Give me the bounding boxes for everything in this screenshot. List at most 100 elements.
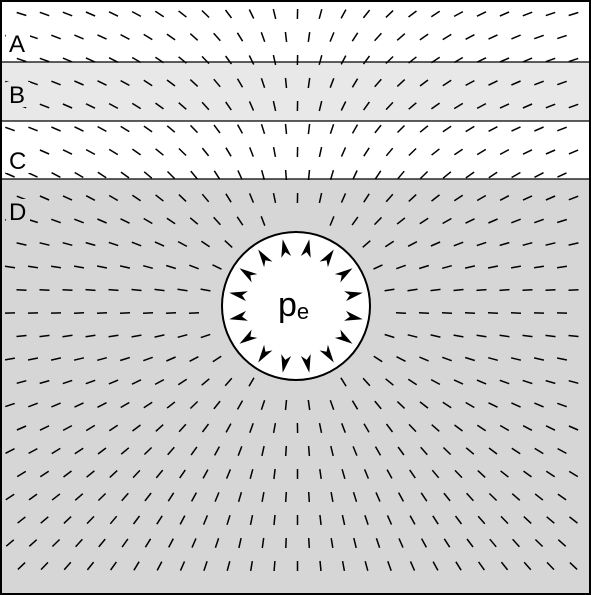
stress-tick: [546, 516, 555, 524]
stress-tick: [465, 218, 475, 224]
stress-tick: [74, 171, 84, 179]
stress-tick: [109, 561, 118, 571]
stress-tick: [420, 538, 428, 548]
stress-tick: [166, 217, 176, 225]
stress-tick: [131, 241, 142, 247]
stress-tick: [16, 470, 27, 478]
stress-tick: [225, 147, 232, 157]
stress-tick: [477, 515, 486, 525]
arrow-outward-icon: [281, 354, 292, 373]
stress-tick: [329, 169, 335, 181]
stress-tick: [132, 469, 141, 479]
stress-tick: [85, 334, 96, 338]
stress-tick: [273, 514, 276, 526]
stress-tick: [396, 264, 406, 270]
stress-tick: [341, 468, 346, 480]
stress-tick: [568, 57, 579, 63]
stress-tick: [522, 149, 533, 155]
stress-tick: [375, 538, 381, 548]
stress-tick: [224, 9, 233, 19]
stress-tick: [144, 492, 152, 502]
stress-tick: [179, 469, 186, 479]
stress-tick: [522, 288, 533, 292]
stress-tick: [62, 424, 73, 432]
stress-tick: [362, 101, 371, 111]
stress-tick: [166, 356, 176, 362]
stress-tick: [200, 240, 211, 248]
stress-tick: [407, 334, 418, 338]
stress-tick: [545, 149, 556, 155]
stress-tick: [51, 172, 61, 178]
stress-tick: [168, 538, 174, 548]
stress-tick: [522, 103, 533, 109]
stress-tick: [430, 334, 441, 338]
stress-tick: [318, 192, 323, 204]
stress-tick: [166, 79, 176, 87]
stress-tick: [499, 379, 510, 385]
stress-tick: [201, 101, 210, 111]
stress-tick: [351, 400, 359, 410]
stress-tick: [534, 402, 544, 408]
stress-tick: [340, 423, 347, 433]
magma-chamber: pe: [221, 231, 371, 381]
stress-tick: [214, 538, 220, 548]
stress-tick: [5, 402, 15, 408]
arrow-outward-icon: [229, 291, 248, 302]
stress-tick: [510, 357, 522, 361]
stress-tick: [499, 103, 510, 109]
stress-tick: [108, 241, 119, 247]
stress-tick: [51, 447, 61, 455]
stress-tick: [40, 516, 49, 524]
stress-tick: [386, 469, 393, 479]
stress-tick: [307, 537, 311, 549]
arrow-outward-icon: [319, 344, 334, 363]
stress-tick: [224, 55, 233, 65]
stress-tick: [351, 216, 359, 226]
stress-tick: [156, 515, 163, 525]
stress-tick: [189, 400, 199, 410]
stress-tick: [155, 148, 164, 156]
stress-tick: [108, 379, 119, 385]
stress-tick: [488, 218, 498, 224]
stress-tick: [534, 218, 544, 224]
stress-tick: [225, 193, 232, 203]
stress-tick: [120, 34, 130, 40]
stress-tick: [74, 402, 84, 408]
stress-tick: [431, 148, 440, 156]
stress-tick: [408, 102, 417, 110]
stress-tick: [16, 242, 27, 246]
stress-tick: [108, 11, 119, 17]
stress-tick: [131, 148, 142, 156]
stress-tick: [63, 561, 72, 571]
stress-tick: [166, 33, 176, 41]
stress-tick: [16, 425, 27, 431]
stress-tick: [143, 217, 153, 225]
stress-tick: [419, 79, 429, 87]
stress-tick: [385, 147, 394, 157]
stress-tick: [374, 32, 382, 42]
stress-tick: [272, 422, 277, 434]
stress-tick: [120, 79, 130, 87]
stress-tick: [154, 378, 165, 386]
stress-tick: [409, 561, 416, 571]
stress-tick: [62, 103, 73, 109]
stress-tick: [432, 561, 439, 571]
stress-tick: [39, 470, 50, 478]
stress-tick: [212, 355, 222, 363]
stress-tick: [556, 357, 568, 361]
stress-tick: [39, 11, 50, 17]
stress-tick: [511, 171, 521, 179]
stress-tick: [522, 57, 533, 63]
stress-tick: [190, 446, 198, 456]
stress-tick: [63, 470, 72, 478]
pressure-subscript: e: [297, 299, 309, 324]
stress-tick: [545, 379, 556, 385]
stress-tick: [319, 514, 322, 526]
stress-tick: [120, 401, 130, 409]
stress-tick: [248, 377, 255, 387]
stress-tick: [373, 355, 383, 363]
stress-tick: [465, 125, 475, 133]
stress-tick: [39, 288, 50, 292]
stress-tick: [352, 170, 358, 180]
stress-tick: [261, 491, 265, 503]
